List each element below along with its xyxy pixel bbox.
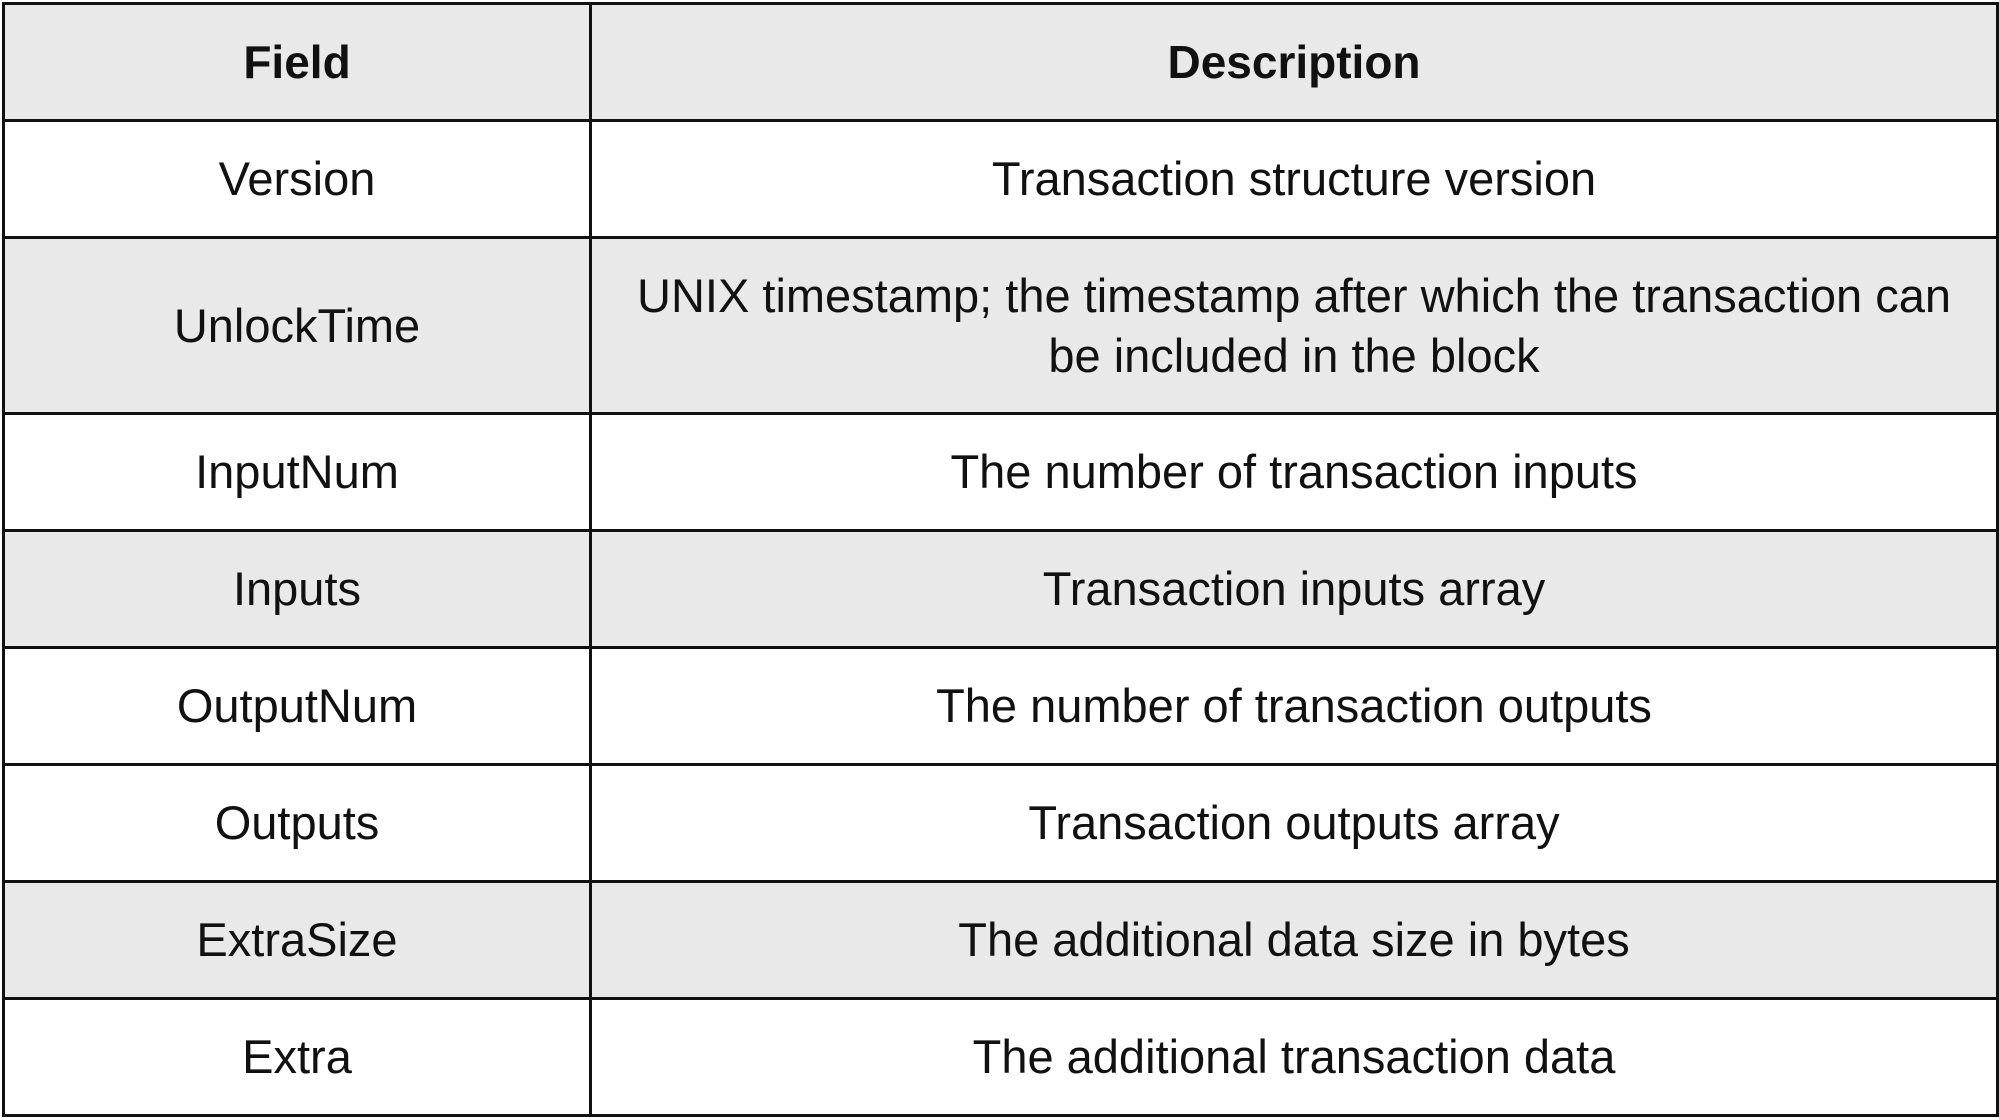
table-row: InputNum The number of transaction input… [2,412,1999,532]
table-header-row: Field Description [2,2,1999,122]
table-row: Version Transaction structure version [2,119,1999,239]
field-cell: Version [2,119,592,239]
table-row: Inputs Transaction inputs array [2,529,1999,649]
table-row: UnlockTime UNIX timestamp; the timestamp… [2,236,1999,415]
description-cell: The additional data size in bytes [589,880,1999,1000]
table-row: Extra The additional transaction data [2,997,1999,1117]
table-row: OutputNum The number of transaction outp… [2,646,1999,766]
field-cell: OutputNum [2,646,592,766]
table-row: Outputs Transaction outputs array [2,763,1999,883]
table-row: ExtraSize The additional data size in by… [2,880,1999,1000]
description-cell: The additional transaction data [589,997,1999,1117]
description-cell: Transaction inputs array [589,529,1999,649]
field-cell: ExtraSize [2,880,592,1000]
field-cell: Extra [2,997,592,1117]
description-cell: The number of transaction outputs [589,646,1999,766]
description-cell: Transaction structure version [589,119,1999,239]
field-cell: Inputs [2,529,592,649]
description-cell: The number of transaction inputs [589,412,1999,532]
header-description: Description [589,2,1999,122]
header-field: Field [2,2,592,122]
field-cell: UnlockTime [2,236,592,415]
field-cell: InputNum [2,412,592,532]
description-cell: Transaction outputs array [589,763,1999,883]
field-cell: Outputs [2,763,592,883]
description-cell: UNIX timestamp; the timestamp after whic… [589,236,1999,415]
